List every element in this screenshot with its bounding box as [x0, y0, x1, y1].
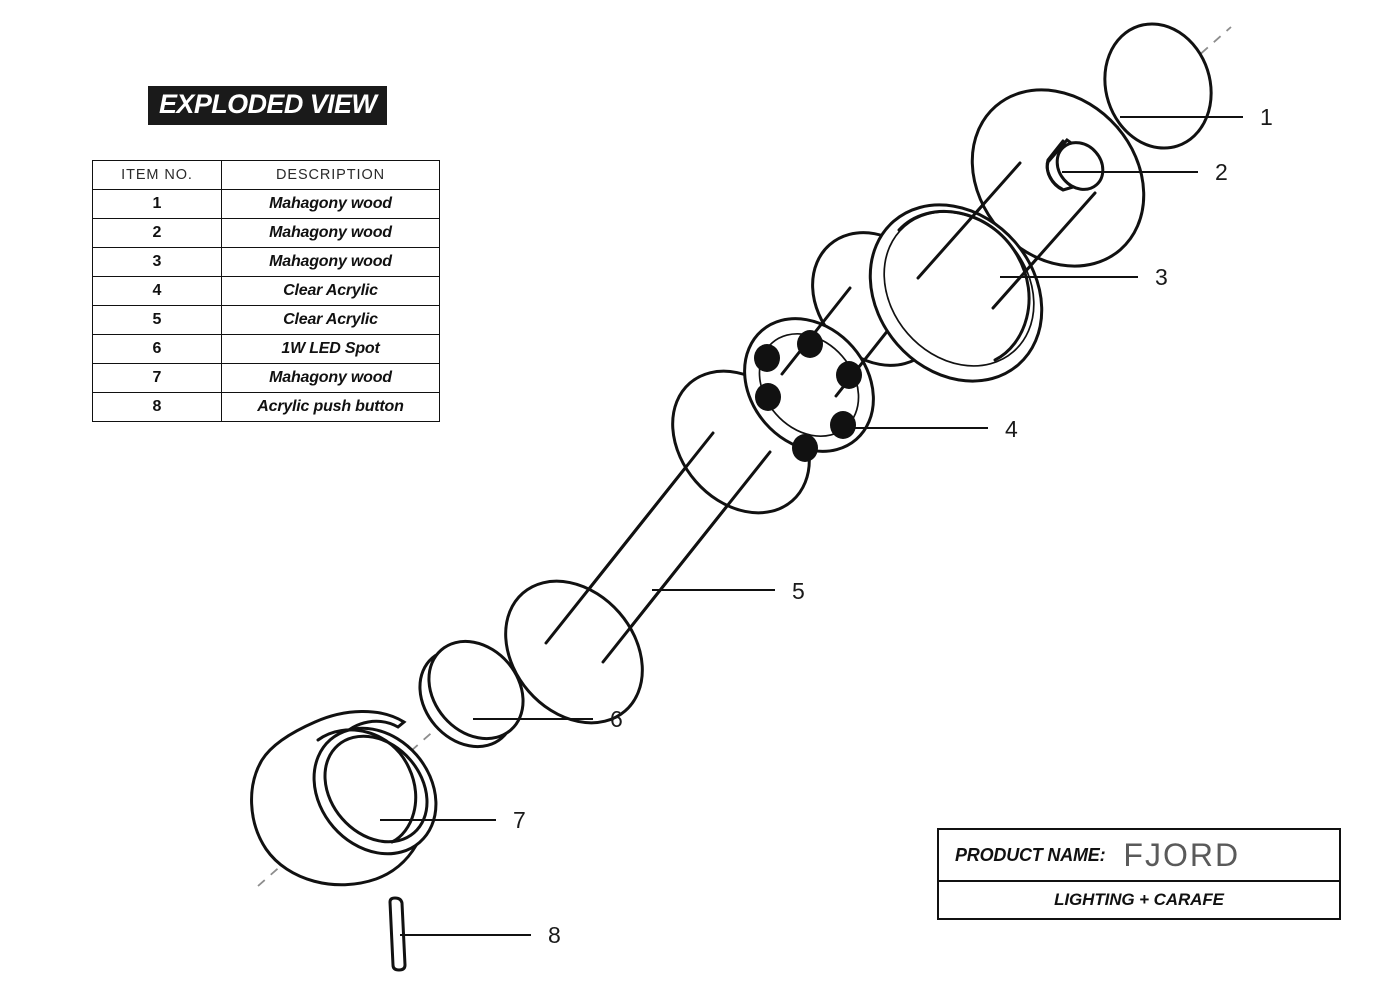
- column-header-item-no: ITEM NO.: [92, 160, 222, 190]
- callout-number-5: 5: [792, 578, 805, 604]
- table-header-row: ITEM NO. DESCRIPTION: [92, 160, 440, 190]
- cell-item-no: 3: [92, 247, 222, 277]
- cell-item-no: 5: [92, 305, 222, 335]
- cell-description: Mahagony wood: [221, 247, 440, 277]
- page-title: EXPLODED VIEW: [148, 86, 388, 125]
- cell-item-no: 7: [92, 363, 222, 393]
- cell-description: Clear Acrylic: [221, 276, 440, 306]
- cell-item-no: 2: [92, 218, 222, 248]
- table-row: 1 Mahagony wood: [92, 189, 440, 219]
- cell-item-no: 4: [92, 276, 222, 306]
- callout-numbers: 1 2 3 4 5 6 7 8: [513, 104, 1273, 948]
- cell-description: Clear Acrylic: [221, 305, 440, 335]
- callout-number-6: 6: [610, 706, 623, 732]
- table-row: 5 Clear Acrylic: [92, 305, 440, 335]
- title-block: PRODUCT NAME: FJORD LIGHTING + CARAFE: [937, 828, 1341, 920]
- led-hole: [830, 411, 856, 439]
- cell-item-no: 8: [92, 392, 222, 422]
- title-block-product-row: PRODUCT NAME: FJORD: [939, 830, 1339, 882]
- cell-item-no: 6: [92, 334, 222, 364]
- led-hole: [797, 330, 823, 358]
- bill-of-materials-table: ITEM NO. DESCRIPTION 1 Mahagony wood 2 M…: [92, 160, 440, 422]
- part-7-base-cup: [250, 710, 438, 887]
- led-hole: [754, 344, 780, 372]
- part-5-carafe-body: [504, 369, 811, 725]
- table-row: 2 Mahagony wood: [92, 218, 440, 248]
- table-row: 6 1W LED Spot: [92, 334, 440, 364]
- part-8-push-button-rod: [388, 896, 407, 972]
- callout-number-2: 2: [1215, 159, 1228, 185]
- callout-number-1: 1: [1260, 104, 1273, 130]
- table-row: 7 Mahagony wood: [92, 363, 440, 393]
- led-hole: [755, 383, 781, 411]
- table-row: 8 Acrylic push button: [92, 392, 440, 422]
- table-row: 3 Mahagony wood: [92, 247, 440, 277]
- title-block-subtitle-row: LIGHTING + CARAFE: [939, 882, 1339, 918]
- led-hole: [836, 361, 862, 389]
- cell-description: Mahagony wood: [221, 189, 440, 219]
- part-2-plug-cylinder: [1045, 137, 1105, 192]
- cell-item-no: 1: [92, 189, 222, 219]
- product-subtitle: LIGHTING + CARAFE: [1054, 890, 1224, 909]
- column-header-description: DESCRIPTION: [221, 160, 440, 190]
- cell-description: Mahagony wood: [221, 218, 440, 248]
- cell-description: Acrylic push button: [221, 392, 440, 422]
- callout-number-7: 7: [513, 807, 526, 833]
- cell-description: 1W LED Spot: [221, 334, 440, 364]
- callout-number-8: 8: [548, 922, 561, 948]
- part-6-led-spot-disc: [418, 639, 525, 749]
- product-name-label: PRODUCT NAME:: [955, 844, 1106, 865]
- cell-description: Mahagony wood: [221, 363, 440, 393]
- led-hole: [792, 434, 818, 462]
- callout-number-4: 4: [1005, 416, 1018, 442]
- product-name-value: FJORD: [1123, 836, 1241, 873]
- callout-number-3: 3: [1155, 264, 1168, 290]
- callout-leaders: [380, 116, 1243, 936]
- table-row: 4 Clear Acrylic: [92, 276, 440, 306]
